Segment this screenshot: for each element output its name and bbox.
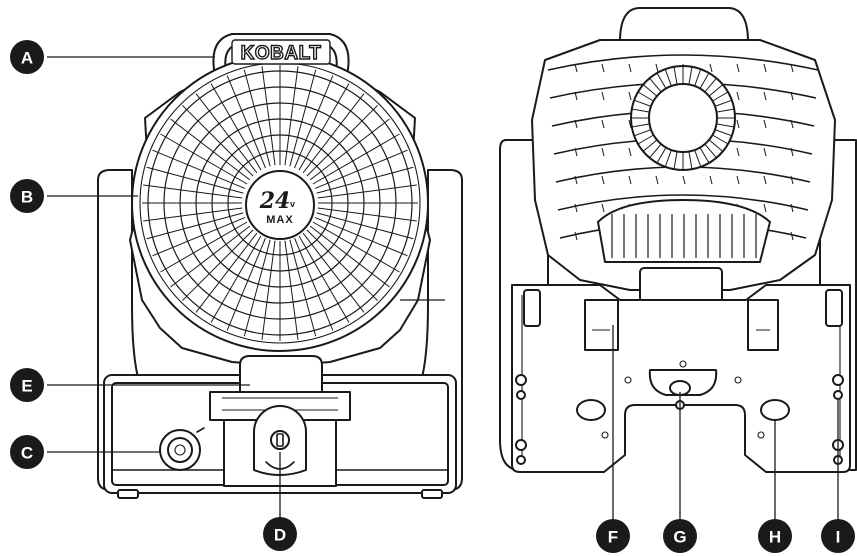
callout-d: D (263, 517, 297, 551)
callout-h-label: H (769, 528, 781, 547)
callout-d-label: D (274, 526, 286, 545)
voltage-badge: 24 v MAX (245, 170, 315, 240)
badge-max: MAX (266, 214, 293, 226)
callout-e-label: E (21, 377, 32, 396)
front-grille (142, 65, 418, 341)
callout-a-label: A (21, 49, 33, 68)
callout-i: I (821, 519, 855, 553)
callout-f: F (596, 519, 630, 553)
callout-c: C (10, 435, 44, 469)
front-view: KOBALT 24 v MAX (97, 33, 463, 499)
leader-lines (47, 56, 839, 520)
badge-voltage: 24 (259, 188, 291, 214)
callout-i-label: I (836, 528, 841, 547)
callout-b-label: B (21, 188, 33, 207)
callout-g-label: G (673, 528, 686, 547)
callout-f-label: F (608, 528, 618, 547)
callout-h: H (758, 519, 792, 553)
callout-c-label: C (21, 444, 33, 463)
brand-logo: KOBALT (231, 39, 331, 65)
rear-view (499, 7, 857, 473)
callout-e: E (10, 368, 44, 402)
callout-b: B (10, 179, 44, 213)
speed-dial (159, 427, 205, 471)
callout-a: A (10, 40, 44, 74)
badge-unit: v (290, 199, 295, 209)
callout-g: G (663, 519, 697, 553)
brand-logo-text: KOBALT (241, 43, 322, 64)
